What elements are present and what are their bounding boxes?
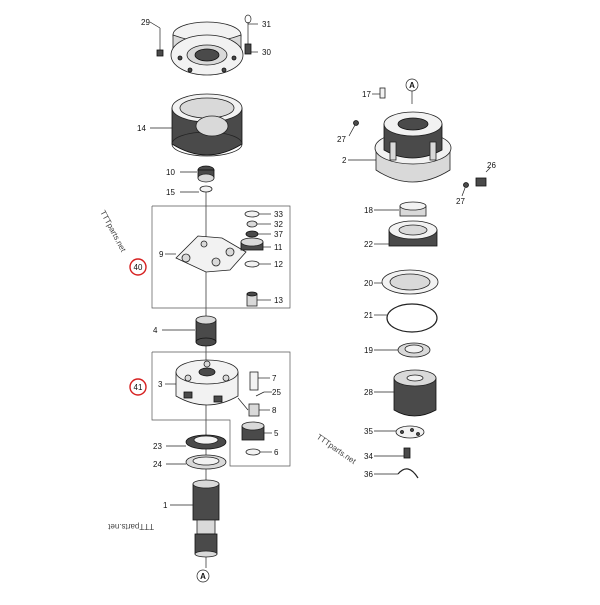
- connector-letter-top: A: [409, 81, 415, 90]
- pinion-shaft-1: [192, 479, 220, 558]
- sun-gear-4: [195, 315, 217, 347]
- swing-housing-2: [374, 111, 452, 183]
- part-number-label: 36: [364, 470, 373, 479]
- callout-number-40: 40: [134, 263, 143, 272]
- planet-gear-11: [240, 237, 264, 251]
- part-number-label: 31: [262, 20, 271, 29]
- carrier-assy-41-box: [151, 351, 291, 467]
- bolt-34: [403, 447, 411, 459]
- watermark-text: TTTparts.net: [98, 209, 128, 254]
- motor-flange-part: [170, 21, 244, 76]
- carrier-assy-40-box: [151, 205, 291, 309]
- connector-letter-bottom: A: [200, 572, 206, 581]
- part-number-label: 24: [153, 460, 162, 469]
- part-number-label: 34: [364, 452, 373, 461]
- part-number-label: 8: [272, 406, 277, 415]
- sun-gear-10: [197, 165, 215, 183]
- dipstick-tube-30: [244, 43, 252, 55]
- o-ring-21: [386, 303, 438, 333]
- part-number-label: 23: [153, 442, 162, 451]
- cover-plate-35: [395, 425, 425, 439]
- bearing-22: [388, 220, 438, 247]
- callout-circle-41: [129, 378, 147, 396]
- part-number-label: 21: [364, 311, 373, 320]
- plug-26: [475, 177, 487, 187]
- thrust-washer-15: [199, 185, 213, 193]
- spring-pin-25: [255, 391, 265, 397]
- part-number-label: 15: [166, 188, 175, 197]
- part-number-label: 14: [137, 124, 146, 133]
- part-number-label: 33: [274, 210, 283, 219]
- part-number-label: 5: [274, 429, 279, 438]
- pin-13: [246, 291, 258, 307]
- part-number-label: 11: [274, 243, 283, 252]
- part-number-label: 26: [487, 161, 496, 170]
- carrier-plate-9: [175, 235, 247, 273]
- callout-number-41: 41: [134, 383, 143, 392]
- part-number-label: 32: [274, 220, 283, 229]
- bush-8: [248, 403, 260, 417]
- part-number-label: 28: [364, 388, 373, 397]
- thrust-washer-6: [245, 448, 261, 456]
- plug-17: [379, 87, 386, 99]
- watermark-text: TTTparts.net: [315, 432, 358, 466]
- ring-gear-part: [171, 93, 243, 157]
- part-number-label: 17: [362, 90, 371, 99]
- carrier-3: [175, 359, 239, 406]
- callout-circle-40: [129, 258, 147, 276]
- snap-ring-33: [244, 210, 260, 218]
- planet-gear-5: [241, 421, 265, 441]
- part-number-label: 25: [272, 388, 281, 397]
- drive-pinion-28: [393, 369, 437, 417]
- part-number-label: 27: [456, 197, 465, 206]
- oil-seal-19: [397, 342, 431, 358]
- thrust-washer-12: [244, 260, 260, 268]
- connector-mark-a-bottom: [196, 569, 210, 583]
- bolt-29-head: [156, 49, 164, 57]
- part-number-label: 18: [364, 206, 373, 215]
- part-number-label: 4: [153, 326, 158, 335]
- part-number-label: 27: [337, 135, 346, 144]
- part-number-label: 37: [274, 230, 283, 239]
- seal-24: [185, 454, 227, 470]
- watermark-text: TTTparts.net: [107, 522, 154, 531]
- bolt-27-right: [463, 182, 469, 188]
- part-number-label: 1: [163, 501, 168, 510]
- part-number-label: 9: [159, 250, 164, 259]
- pin-7: [249, 371, 259, 391]
- part-number-label: 13: [274, 296, 283, 305]
- part-number-label: 6: [274, 448, 279, 457]
- part-number-label: 19: [364, 346, 373, 355]
- part-number-label: 12: [274, 260, 283, 269]
- bearing-18: [399, 201, 427, 217]
- part-number-label: 2: [342, 156, 347, 165]
- lock-plate-36: [397, 468, 419, 479]
- part-number-label: 10: [166, 168, 175, 177]
- part-number-label: 29: [141, 18, 150, 27]
- part-number-label: 22: [364, 240, 373, 249]
- part-number-label: 30: [262, 48, 271, 57]
- shim-plate-20: [381, 269, 439, 295]
- bearing-37: [245, 230, 259, 238]
- bolt-27-left: [353, 120, 359, 126]
- washer-32: [246, 220, 258, 228]
- part-number-label: 3: [158, 380, 163, 389]
- bearing-23: [185, 434, 227, 450]
- part-number-label: 20: [364, 279, 373, 288]
- part-number-label: 7: [272, 374, 277, 383]
- part-number-label: 35: [364, 427, 373, 436]
